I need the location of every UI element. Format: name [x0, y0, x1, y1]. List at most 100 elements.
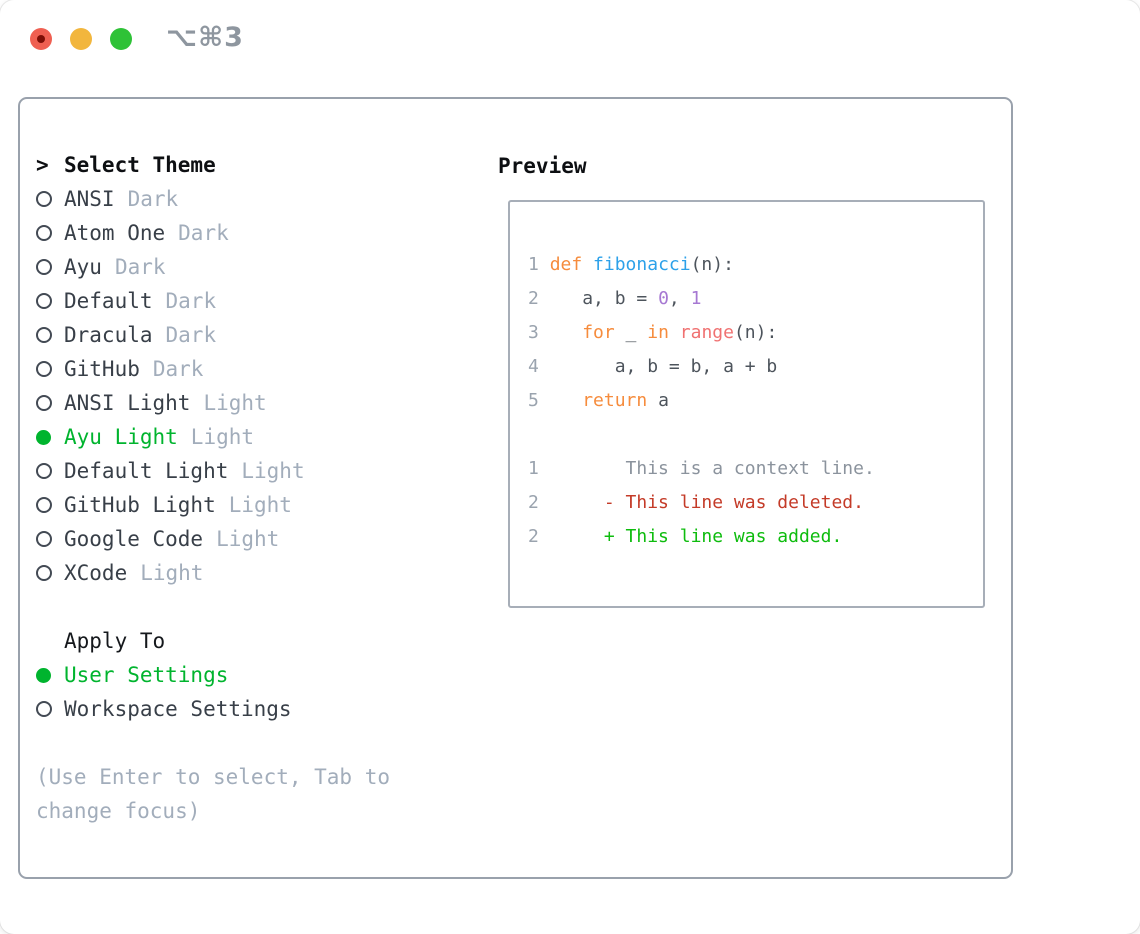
- code-segment-plain: a: [647, 390, 669, 411]
- code-segment-plain: _: [614, 322, 648, 343]
- code-segment-fn: fibonacci: [593, 254, 691, 275]
- code-line: 5 return a: [528, 384, 983, 418]
- theme-option-label: Ayu Light: [64, 425, 178, 449]
- circle-icon: [36, 531, 52, 547]
- radio-unselected-icon: [36, 191, 64, 207]
- radio-unselected-icon: [36, 497, 64, 513]
- theme-variant-tag: Dark: [114, 255, 166, 279]
- code-segment-kw: def: [549, 254, 583, 275]
- theme-variant-tag: Dark: [165, 323, 217, 347]
- theme-option[interactable]: Atom One Dark: [36, 216, 506, 250]
- circle-icon: [36, 259, 52, 275]
- code-segment-plain: [539, 492, 604, 513]
- code-segment-add: + This line was added.: [603, 526, 843, 547]
- theme-option-label: GitHub: [64, 357, 140, 381]
- radio-unselected-icon: [36, 225, 64, 241]
- window-title-shortcut: ⌥⌘3: [166, 22, 244, 53]
- circle-icon: [36, 565, 52, 581]
- code-segment-del: - This line was deleted.: [603, 492, 864, 513]
- code-line: 1 This is a context line.: [528, 452, 983, 486]
- theme-variant-tag: Light: [203, 391, 267, 415]
- filled-circle-icon: [36, 429, 51, 445]
- theme-variant-tag: Dark: [152, 357, 204, 381]
- theme-option-label: ANSI: [64, 187, 115, 211]
- theme-variant-tag: Dark: [178, 221, 229, 245]
- apply-to-option[interactable]: User Settings: [36, 658, 506, 692]
- code-segment-num: 2: [528, 526, 539, 547]
- code-segment-num: 1: [528, 458, 539, 479]
- theme-option[interactable]: Default Dark: [36, 284, 506, 318]
- window-titlebar: ⌥⌘3: [0, 0, 1140, 90]
- apply-to-option[interactable]: Workspace Settings: [36, 692, 506, 726]
- theme-variant-tag: Light: [190, 425, 255, 449]
- code-line: 4 a, b = b, a + b: [528, 350, 983, 384]
- circle-icon: [36, 395, 52, 411]
- theme-option-label: Default Light: [64, 459, 229, 483]
- code-segment-num: 4: [528, 356, 550, 377]
- circle-icon: [36, 225, 52, 241]
- circle-icon: [36, 497, 52, 513]
- filled-circle-icon: [36, 667, 51, 683]
- code-line: 2 - This line was deleted.: [528, 486, 983, 520]
- theme-option-label: Default: [64, 289, 153, 313]
- code-segment-plain: [550, 390, 583, 411]
- theme-option[interactable]: GitHub Light Light: [36, 488, 506, 522]
- code-segment-plain: ,: [668, 288, 691, 309]
- radio-selected-icon: [36, 429, 64, 445]
- maximize-button[interactable]: [110, 28, 132, 50]
- spacer: [36, 590, 506, 624]
- theme-variant-tag: Dark: [165, 289, 217, 313]
- radio-unselected-icon: [36, 327, 64, 343]
- circle-icon: [36, 327, 52, 343]
- radio-unselected-icon: [36, 565, 64, 581]
- code-segment-num: 1: [528, 254, 550, 275]
- code-segment-plain: a, b = b, a + b: [549, 356, 778, 377]
- theme-option-label: GitHub Light: [64, 493, 216, 517]
- code-segment-lit: 1: [690, 288, 702, 309]
- code-segment-num: 2: [528, 492, 539, 513]
- theme-option[interactable]: GitHub Dark: [36, 352, 506, 386]
- apply-to-option-label: User Settings: [64, 663, 229, 687]
- minimize-button[interactable]: [70, 28, 92, 50]
- code-line: [528, 418, 983, 452]
- select-theme-title: Select Theme: [64, 153, 216, 177]
- theme-variant-tag: Light: [140, 561, 204, 585]
- radio-unselected-icon: [36, 463, 64, 479]
- code-segment-kw: for: [582, 322, 615, 343]
- theme-variant-tag: Light: [228, 493, 292, 517]
- theme-option[interactable]: ANSI Dark: [36, 182, 506, 216]
- code-segment-plain: (n):: [690, 254, 734, 275]
- theme-variant-tag: Light: [216, 527, 280, 551]
- theme-option[interactable]: Ayu Light Light: [36, 420, 506, 454]
- theme-option-label: Atom One: [64, 221, 166, 245]
- code-segment-plain: [539, 526, 604, 547]
- radio-unselected-icon: [36, 361, 64, 377]
- theme-option[interactable]: XCode Light: [36, 556, 506, 590]
- code-segment-lit: 0: [658, 288, 669, 309]
- radio-selected-icon: [36, 667, 64, 683]
- circle-icon: [36, 463, 52, 479]
- circle-icon: [36, 701, 52, 717]
- theme-variant-tag: Dark: [127, 187, 179, 211]
- theme-variant-tag: Light: [241, 459, 305, 483]
- theme-option-label: XCode: [64, 561, 128, 585]
- spacer: [36, 726, 506, 760]
- preview-header: Preview: [498, 154, 587, 178]
- theme-option[interactable]: Default Light Light: [36, 454, 506, 488]
- code-segment-kw: return: [582, 390, 648, 411]
- code-segment-plain: [550, 322, 583, 343]
- code-line: 1 def fibonacci(n):: [528, 248, 983, 282]
- code-segment-num: 2: [528, 288, 550, 309]
- close-button[interactable]: [30, 28, 52, 50]
- focus-caret-icon: >: [36, 153, 49, 177]
